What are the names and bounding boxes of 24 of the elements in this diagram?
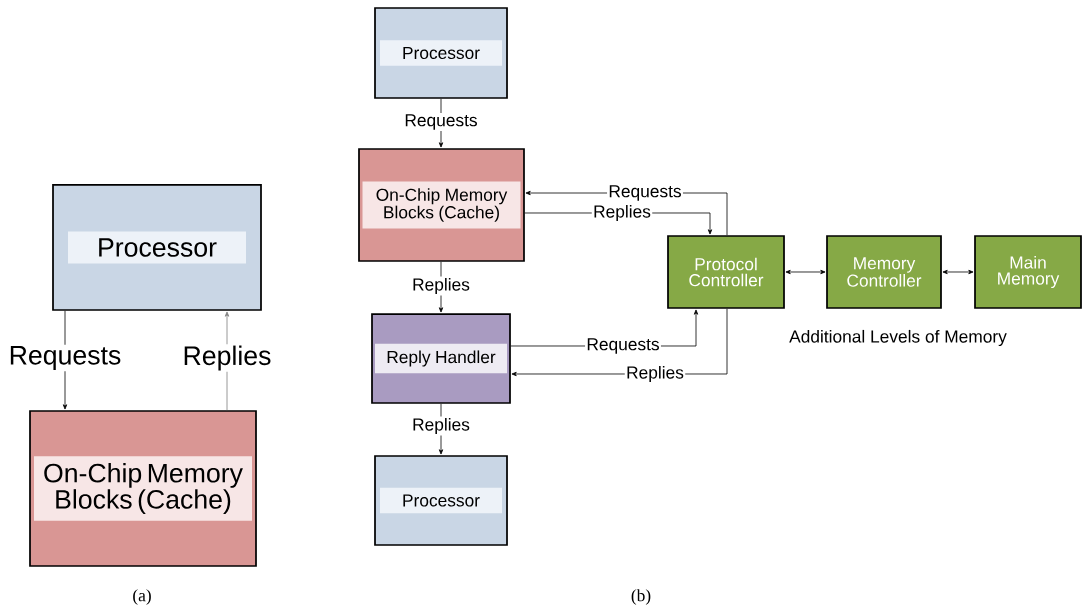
edge-label: Replies — [591, 203, 653, 223]
edge-label: Replies — [410, 276, 472, 296]
edge-label: Requests — [585, 336, 661, 356]
edge-label: Requests — [607, 183, 683, 203]
subfigure-caption: (a) — [133, 589, 151, 605]
arrow — [438, 403, 444, 455]
box: On-Chip Memory Blocks (Cache) — [29, 410, 257, 567]
box: Reply Handler — [371, 313, 511, 404]
box: Processor — [374, 455, 508, 546]
edge-label: Requests — [403, 112, 479, 132]
edge-label: Replies — [181, 344, 273, 372]
box: Processor — [52, 184, 262, 311]
subfigure-caption: (b) — [631, 589, 651, 605]
arrow — [785, 269, 826, 275]
box: Protocol Controller — [667, 235, 785, 309]
edge-label: Requests — [7, 344, 123, 372]
arrow — [942, 269, 974, 275]
box: Memory Controller — [826, 235, 942, 309]
edge-label: Replies — [624, 364, 686, 384]
box: On-Chip Memory Blocks (Cache) — [358, 148, 525, 262]
text-label: Additional Levels of Memory — [789, 329, 1007, 347]
box: Main Memory — [974, 235, 1082, 309]
edge-label: Replies — [410, 416, 472, 436]
box: Processor — [374, 7, 508, 99]
